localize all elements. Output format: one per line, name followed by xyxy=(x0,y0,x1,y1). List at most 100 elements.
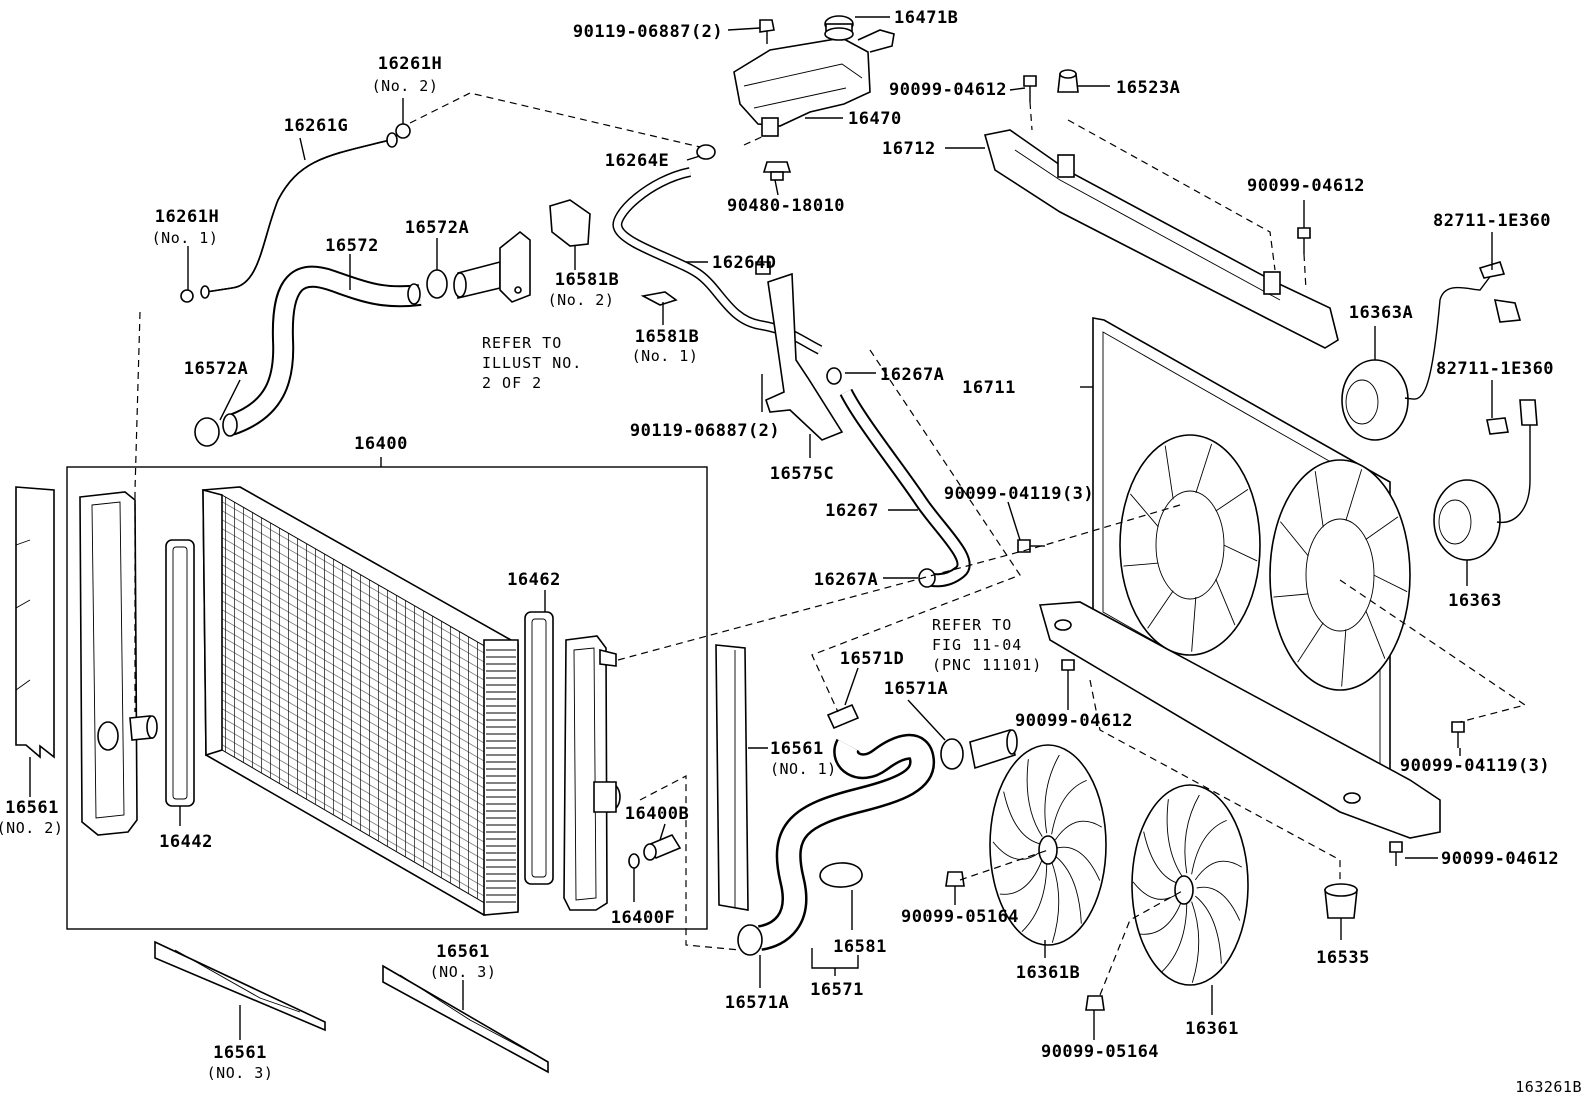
label-p35: 90099-04119(3) xyxy=(1400,756,1550,776)
bolt-90099-04612-mid xyxy=(1297,227,1311,254)
label-p04: 90099-04612 xyxy=(889,80,1007,100)
fan-16361B xyxy=(989,744,1107,946)
clamp-16261H-no1 xyxy=(180,289,194,303)
note-p36: (NO. 2) xyxy=(0,819,63,837)
label-p30: 16462 xyxy=(507,570,561,590)
nut-90099-05164-upper xyxy=(945,871,965,887)
label-p36: 16561 xyxy=(5,798,59,818)
label-p25: 16575C xyxy=(770,464,834,484)
label-p21: 16267A xyxy=(880,365,944,385)
label-p48: 16561 xyxy=(213,1043,267,1063)
bolt-90099-04119-b xyxy=(1451,721,1465,748)
label-p24: 16711 xyxy=(962,378,1016,398)
label-p05: 16523A xyxy=(1116,78,1180,98)
note-p15: (No. 2) xyxy=(548,291,615,309)
bolt-90099-04612-top xyxy=(1023,75,1037,102)
svg-text:FIG 11-04: FIG 11-04 xyxy=(932,636,1022,654)
outlet-pipe xyxy=(453,230,531,303)
label-p41: 90099-05164 xyxy=(901,907,1019,927)
label-p46: 16571 xyxy=(810,980,864,1000)
label-p40: 16400F xyxy=(611,908,675,928)
bolt-90099-04612-right xyxy=(1389,841,1403,866)
label-p23: 90119-06887(2) xyxy=(630,421,780,441)
label-p28: 16363 xyxy=(1448,591,1502,611)
hose-16572 xyxy=(222,265,422,437)
label-p13: 16572 xyxy=(325,236,379,256)
clamp-16572A-upper xyxy=(426,269,448,299)
clip-16571D xyxy=(826,703,860,730)
note-p47: (NO. 3) xyxy=(430,963,497,981)
clip-16581B-no2 xyxy=(549,199,591,247)
label-p39: 90099-04612 xyxy=(1441,849,1559,869)
note-p03: (No. 2) xyxy=(372,77,439,95)
bolt-90119-top xyxy=(759,19,775,44)
right-tank xyxy=(563,635,621,911)
label-p45: 16571A xyxy=(725,993,789,1013)
label-p17: 82711-1E360 xyxy=(1433,211,1551,231)
svg-text:(PNC 11101): (PNC 11101) xyxy=(932,656,1042,674)
note-p18: (No. 1) xyxy=(632,347,699,365)
note-p12: (No. 1) xyxy=(152,229,219,247)
cushion-16535 xyxy=(1324,883,1358,919)
seal-16462 xyxy=(524,611,554,885)
label-p31: 16571D xyxy=(840,649,904,669)
clamp-16571A-upper xyxy=(940,738,964,770)
label-p44: 16535 xyxy=(1316,948,1370,968)
label-p43: 16361B xyxy=(1016,963,1080,983)
seal-16561-no1 xyxy=(715,644,749,911)
grommet-16523A xyxy=(1057,69,1079,93)
label-p20: 16572A xyxy=(184,359,248,379)
clamp-16261H-no2 xyxy=(395,123,411,139)
label-p38: 16442 xyxy=(159,832,213,852)
motor-16363A xyxy=(1341,269,1522,441)
label-p01: 90119-06887(2) xyxy=(573,22,723,42)
clamp-16267A-upper xyxy=(826,367,842,385)
label-p09: 16264E xyxy=(605,151,669,171)
shroud-16711 xyxy=(1038,317,1441,839)
refer-note-illust: REFER TO ILLUST NO. 2 OF 2 xyxy=(482,334,582,392)
label-p26: 90099-04119(3) xyxy=(944,484,1094,504)
label-p02: 16471B xyxy=(894,8,958,28)
drain-cock xyxy=(628,833,682,869)
radiator-assembly-group: 16400 xyxy=(66,434,708,930)
label-p37: 16400B xyxy=(625,804,689,824)
clamp-16264E xyxy=(696,144,716,160)
seal-16561-no2 xyxy=(15,486,55,759)
reservoir-tank xyxy=(733,15,895,137)
fan-16361 xyxy=(1131,784,1249,986)
clamp-16572A-lower xyxy=(194,417,220,447)
assembly-dashed-lines xyxy=(134,92,1527,996)
label-p49: 16361 xyxy=(1185,1019,1239,1039)
bolt-90099-04119-a xyxy=(1017,539,1045,553)
svg-text:ILLUST NO.: ILLUST NO. xyxy=(482,354,582,372)
label-p11: 90099-04612 xyxy=(1247,176,1365,196)
bolt-90099-04612-low xyxy=(1061,659,1075,688)
label-p14: 16572A xyxy=(405,218,469,238)
left-tank xyxy=(79,491,158,836)
leader-lines xyxy=(29,16,1493,1040)
label-p18: 16581B xyxy=(635,327,699,347)
hose-16267 xyxy=(839,388,971,588)
label-p27: 16267 xyxy=(825,501,879,521)
clip-16581 xyxy=(819,862,863,888)
seal-16442 xyxy=(165,539,195,807)
radiator-core xyxy=(202,486,519,916)
label-p32: 16571A xyxy=(884,679,948,699)
label-p47: 16561 xyxy=(436,942,490,962)
refer-note-fig: REFER TO FIG 11-04 (PNC 11101) xyxy=(932,616,1042,674)
label-p03: 16261H xyxy=(378,54,442,74)
label-p12: 16261H xyxy=(155,207,219,227)
clamp-16571A-lower xyxy=(737,924,763,956)
clip-16581B-no1 xyxy=(640,291,678,306)
label-p10: 90480-18010 xyxy=(727,196,845,216)
nut-90099-05164-lower xyxy=(1085,995,1105,1011)
label-p42: 16581 xyxy=(833,937,887,957)
note-p48: (NO. 3) xyxy=(207,1064,274,1082)
label-p06: 16261G xyxy=(284,116,348,136)
part-labels: 90119-06887(2) 16471B 16261H (No. 2) 900… xyxy=(0,8,1559,1082)
label-p34: 16561 xyxy=(770,739,824,759)
bracket-16575C xyxy=(755,261,844,441)
label-p08: 16712 xyxy=(882,139,936,159)
